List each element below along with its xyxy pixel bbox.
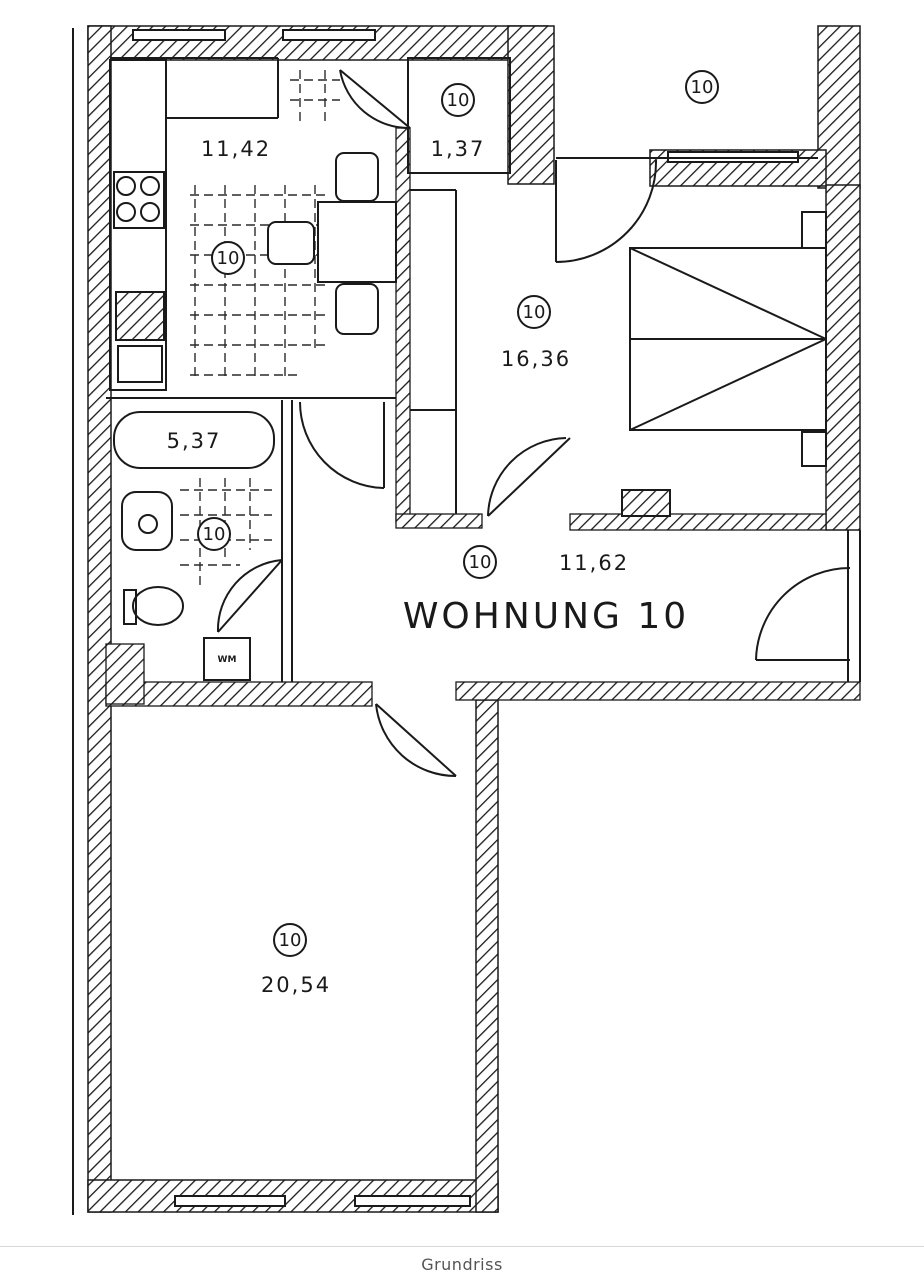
unit-marker: 10 — [273, 923, 307, 957]
unit-marker: 10 — [463, 545, 497, 579]
bedroom-area-label: 16,36 — [501, 347, 571, 371]
floor-plan: 11,42 1,37 16,36 5,37 11,62 20,54 WOHNUN… — [72, 25, 861, 1215]
svg-text:10: 10 — [523, 302, 546, 323]
unit-marker: 10 — [685, 70, 719, 104]
svg-text:10: 10 — [469, 552, 492, 573]
svg-text:10: 10 — [217, 248, 240, 269]
dining-set — [267, 152, 397, 335]
kitchen-fixtures — [109, 59, 167, 391]
bathroom-fixtures — [113, 411, 275, 681]
svg-text:10: 10 — [203, 524, 226, 545]
caption-bar: Grundriss — [0, 1246, 924, 1281]
bed — [629, 211, 827, 467]
unit-marker: 10 — [441, 83, 475, 117]
svg-text:10: 10 — [691, 77, 714, 98]
unit-marker: 10 — [211, 241, 245, 275]
apartment-label: WOHNUNG 10 — [403, 596, 689, 637]
doors — [216, 69, 851, 778]
living-area-label: 20,54 — [261, 973, 331, 997]
hallway-area-label: 11,62 — [559, 551, 629, 575]
svg-text:10: 10 — [447, 90, 470, 111]
partitions — [106, 57, 861, 682]
bathroom-area-label: 5,37 — [167, 429, 222, 453]
unit-marker: 10 — [197, 517, 231, 551]
chimney-shaft — [621, 489, 671, 517]
washing-machine-label: WM — [218, 655, 237, 665]
image-caption: Grundriss — [421, 1255, 503, 1274]
pantry-area-label: 1,37 — [431, 137, 486, 161]
kitchen-area-label: 11,42 — [201, 137, 271, 161]
unit-marker: 10 — [517, 295, 551, 329]
svg-text:10: 10 — [279, 930, 302, 951]
interior-walls — [105, 127, 861, 707]
